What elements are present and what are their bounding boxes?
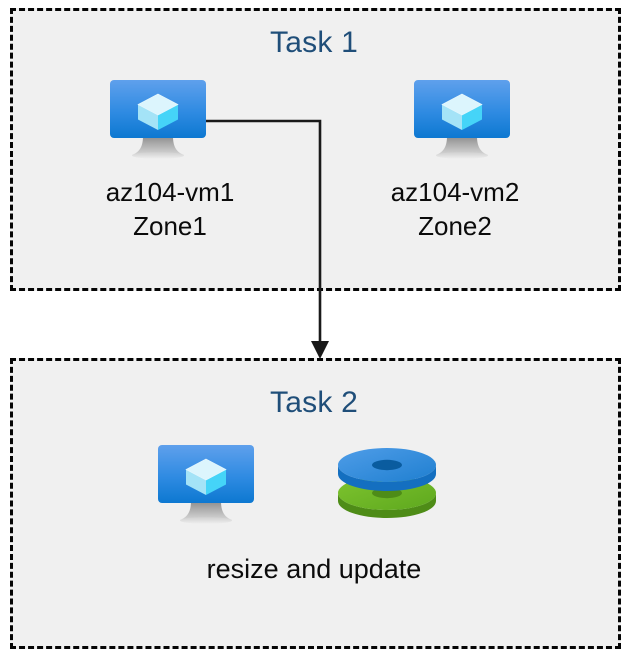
task-2-action-label: resize and update (206, 554, 422, 584)
azure-disks-icon[interactable] (336, 443, 438, 525)
vm-icon-svg (158, 445, 254, 524)
task-1-title: Task 1 (270, 26, 358, 59)
task-2-container (10, 358, 621, 649)
task-2-title: Task 2 (270, 386, 358, 419)
disks-icon-svg (338, 448, 436, 518)
vm-icon-svg (414, 80, 510, 159)
azure-virtual-machine-icon[interactable] (156, 443, 256, 525)
blue-disk (338, 448, 436, 491)
vm1-label: az104-vm1 Zone1 (105, 177, 235, 241)
vm2-label: az104-vm2 Zone2 (390, 177, 520, 241)
connector-arrowhead (311, 341, 329, 359)
azure-virtual-machine-icon[interactable] (412, 78, 512, 160)
azure-virtual-machine-icon[interactable] (108, 78, 208, 160)
vm-icon-svg (110, 80, 206, 159)
